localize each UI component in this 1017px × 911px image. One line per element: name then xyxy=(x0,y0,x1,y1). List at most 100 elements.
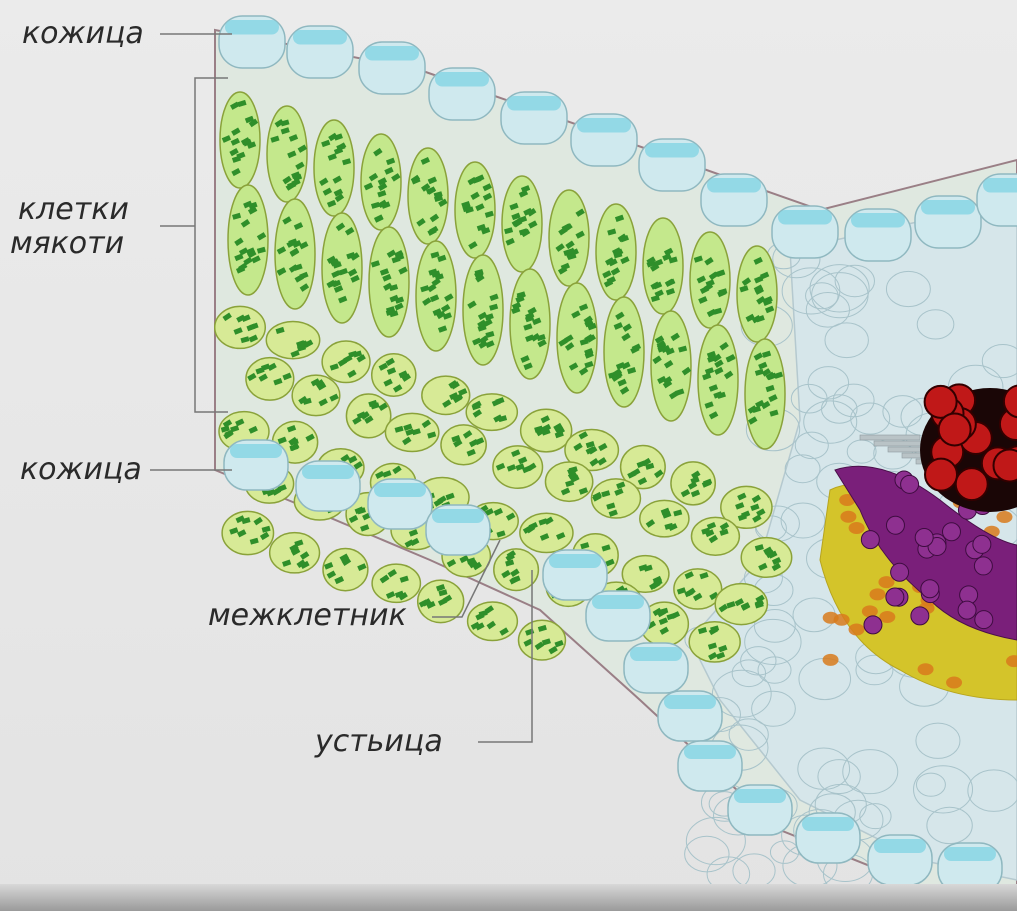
upper-epidermis-cell-shine xyxy=(707,178,761,193)
xylem-vessel xyxy=(956,468,988,500)
spongy-cell xyxy=(372,564,420,602)
upper-epidermis-cell-shine xyxy=(645,143,699,158)
phloem-cell xyxy=(891,563,909,581)
palisade-cell xyxy=(408,148,448,244)
bottom-border xyxy=(0,884,1017,911)
lower-epidermis-cell xyxy=(224,440,288,490)
lower-epidermis-cell xyxy=(543,550,607,600)
spongy-cell xyxy=(441,425,486,465)
spongy-cell xyxy=(346,394,390,438)
spongy-cell xyxy=(322,341,370,382)
lower-epidermis-cell-shine xyxy=(592,595,644,609)
lower-epidermis-cell-shine xyxy=(874,839,926,853)
spongy-cell xyxy=(385,413,438,451)
palisade-cell-body xyxy=(463,255,503,365)
palisade-cell-body xyxy=(322,213,362,323)
spongy-cell xyxy=(422,376,470,414)
sheath-cell xyxy=(840,511,856,523)
label-intercellular: межклетник xyxy=(208,600,407,632)
palisade-cell-body xyxy=(369,227,409,337)
spongy-cell xyxy=(468,602,518,641)
palisade-cell xyxy=(314,120,354,216)
phloem-cell xyxy=(973,535,991,553)
lower-epidermis-cell xyxy=(868,835,932,885)
xylem-vessel xyxy=(994,449,1017,481)
spongy-cell xyxy=(270,533,320,573)
palisade-cell xyxy=(502,176,542,272)
phloem-cell xyxy=(915,529,933,547)
spongy-cell xyxy=(323,549,368,591)
phloem-cell xyxy=(886,588,904,606)
sheath-cell xyxy=(946,677,962,689)
spongy-cell-body xyxy=(520,513,573,552)
lower-epidermis-cell-shine xyxy=(684,745,736,759)
palisade-cell-body xyxy=(549,190,589,286)
phloem-cell xyxy=(911,607,929,625)
sheath-cell xyxy=(823,654,839,666)
sheath-cell xyxy=(996,511,1012,523)
upper-epidermis-cell-shine xyxy=(365,46,419,61)
palisade-cell xyxy=(604,297,644,407)
spongy-cell xyxy=(674,569,722,609)
lower-epidermis-cell-shine xyxy=(802,817,854,831)
lower-epidermis-cell xyxy=(586,591,650,641)
palisade-cell xyxy=(322,213,362,323)
phloem-cell xyxy=(864,616,882,634)
upper-epidermis-cell xyxy=(845,209,911,261)
upper-epidermis-cell xyxy=(359,42,425,94)
sheath-cell xyxy=(862,605,878,617)
lower-epidermis-cell xyxy=(728,785,792,835)
sheath-cell xyxy=(879,611,895,623)
upper-epidermis-cell xyxy=(772,206,838,258)
lower-epidermis-cell xyxy=(624,643,688,693)
palisade-cell-body xyxy=(651,311,691,421)
upper-epidermis-cell-shine xyxy=(577,118,631,133)
upper-epidermis-cell-shine xyxy=(983,178,1017,193)
spongy-cell-body xyxy=(441,425,486,465)
sheath-cell xyxy=(849,624,865,636)
spongy-cell xyxy=(671,462,715,505)
spongy-cell xyxy=(215,306,266,348)
spongy-cell xyxy=(246,358,294,400)
spongy-cell-body xyxy=(422,376,470,414)
label-skin-bottom: кожица xyxy=(20,454,142,486)
phloem-cell xyxy=(958,601,976,619)
lower-epidermis-cell-shine xyxy=(432,509,484,523)
upper-epidermis-cell xyxy=(639,139,705,191)
spongy-cell xyxy=(493,446,543,488)
spongy-cell-body xyxy=(741,538,791,578)
upper-epidermis-cell-shine xyxy=(435,72,489,87)
spongy-cell xyxy=(640,500,689,537)
cambium-band xyxy=(860,435,920,440)
spongy-cell xyxy=(222,511,273,554)
spongy-cell xyxy=(519,620,566,660)
sheath-cell xyxy=(918,663,934,675)
lower-epidermis-cell-shine xyxy=(734,789,786,803)
lower-epidermis-cell-shine xyxy=(944,847,996,861)
upper-epidermis-cell-shine xyxy=(851,213,905,228)
spongy-cell xyxy=(715,584,767,625)
sheath-cell xyxy=(849,522,865,534)
phloem-cell xyxy=(975,611,993,629)
upper-epidermis-cell xyxy=(701,174,767,226)
palisade-cell xyxy=(698,325,738,435)
upper-epidermis-cell xyxy=(977,174,1017,226)
upper-epidermis-cell xyxy=(287,26,353,78)
palisade-cell xyxy=(220,92,260,188)
palisade-cell xyxy=(549,190,589,286)
lower-epidermis-cell-shine xyxy=(664,695,716,709)
upper-epidermis-cell-shine xyxy=(225,20,279,35)
lower-epidermis-cell xyxy=(658,691,722,741)
spongy-cell-body xyxy=(640,500,689,537)
spongy-cell xyxy=(292,375,340,416)
lower-epidermis-cell-shine xyxy=(549,554,601,568)
spongy-cell xyxy=(520,513,573,552)
palisade-cell xyxy=(510,269,550,379)
palisade-cell xyxy=(416,241,456,351)
spongy-cell xyxy=(545,462,592,501)
palisade-cell xyxy=(455,162,495,258)
palisade-cell-body xyxy=(228,185,268,295)
palisade-cell xyxy=(267,106,307,202)
